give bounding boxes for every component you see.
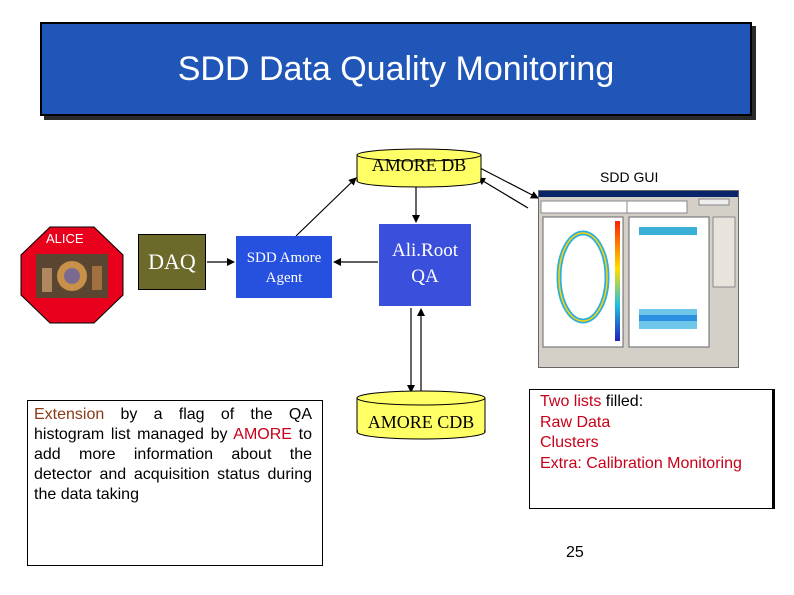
sdd-amore-agent-box: SDD Amore Agent bbox=[236, 236, 332, 298]
lists-lead-rest: filled: bbox=[601, 393, 644, 410]
ext-text-extension: Extension bbox=[34, 406, 105, 423]
aliroot-label-line1: Ali.Root bbox=[392, 240, 458, 261]
arrow-gui-to-amoredb bbox=[477, 177, 529, 209]
daq-box: DAQ bbox=[138, 234, 206, 290]
lists-description: Two lists filled: Raw Data Clusters Extr… bbox=[529, 389, 775, 509]
ext-text-amore: AMORE bbox=[233, 426, 292, 443]
page-title: SDD Data Quality Monitoring bbox=[177, 49, 615, 88]
list-item-clusters: Clusters bbox=[540, 434, 599, 451]
agent-label-line2: Agent bbox=[265, 270, 303, 286]
sdd-gui-label: SDD GUI bbox=[600, 169, 659, 185]
list-item-extra: Extra: Calibration Monitoring bbox=[540, 454, 742, 472]
ext-text-body1: by a flag of the QA histogram list manag… bbox=[34, 406, 312, 443]
lists-lead: Two lists bbox=[540, 393, 602, 410]
aliroot-label-line2: QA bbox=[411, 266, 439, 287]
gui-screenshot-graphic bbox=[539, 191, 738, 348]
aliroot-qa-box: Ali.Root QA bbox=[379, 224, 471, 306]
alice-octagon bbox=[20, 226, 124, 324]
amore-db-cylinder bbox=[356, 148, 482, 188]
ext-text-body2: to add more information about the detect… bbox=[34, 426, 312, 503]
daq-label: DAQ bbox=[148, 249, 196, 274]
sdd-gui-screenshot bbox=[538, 190, 739, 368]
arrow-agent-to-amoredb bbox=[295, 177, 357, 237]
list-item-raw-data: Raw Data bbox=[540, 413, 611, 431]
extension-description: Extension by a flag of the QA histogram … bbox=[27, 400, 323, 566]
amore-db-label: AMORE DB bbox=[371, 155, 467, 175]
arrow-amoredb-to-gui bbox=[479, 167, 539, 199]
title-banner: SDD Data Quality Monitoring bbox=[40, 22, 752, 116]
amore-cdb-label: AMORE CDB bbox=[367, 412, 475, 432]
page-number: 25 bbox=[566, 544, 584, 561]
agent-label-line1: SDD Amore bbox=[246, 250, 322, 266]
alice-label: ALICE bbox=[46, 231, 84, 246]
amore-cdb-cylinder bbox=[356, 390, 486, 440]
